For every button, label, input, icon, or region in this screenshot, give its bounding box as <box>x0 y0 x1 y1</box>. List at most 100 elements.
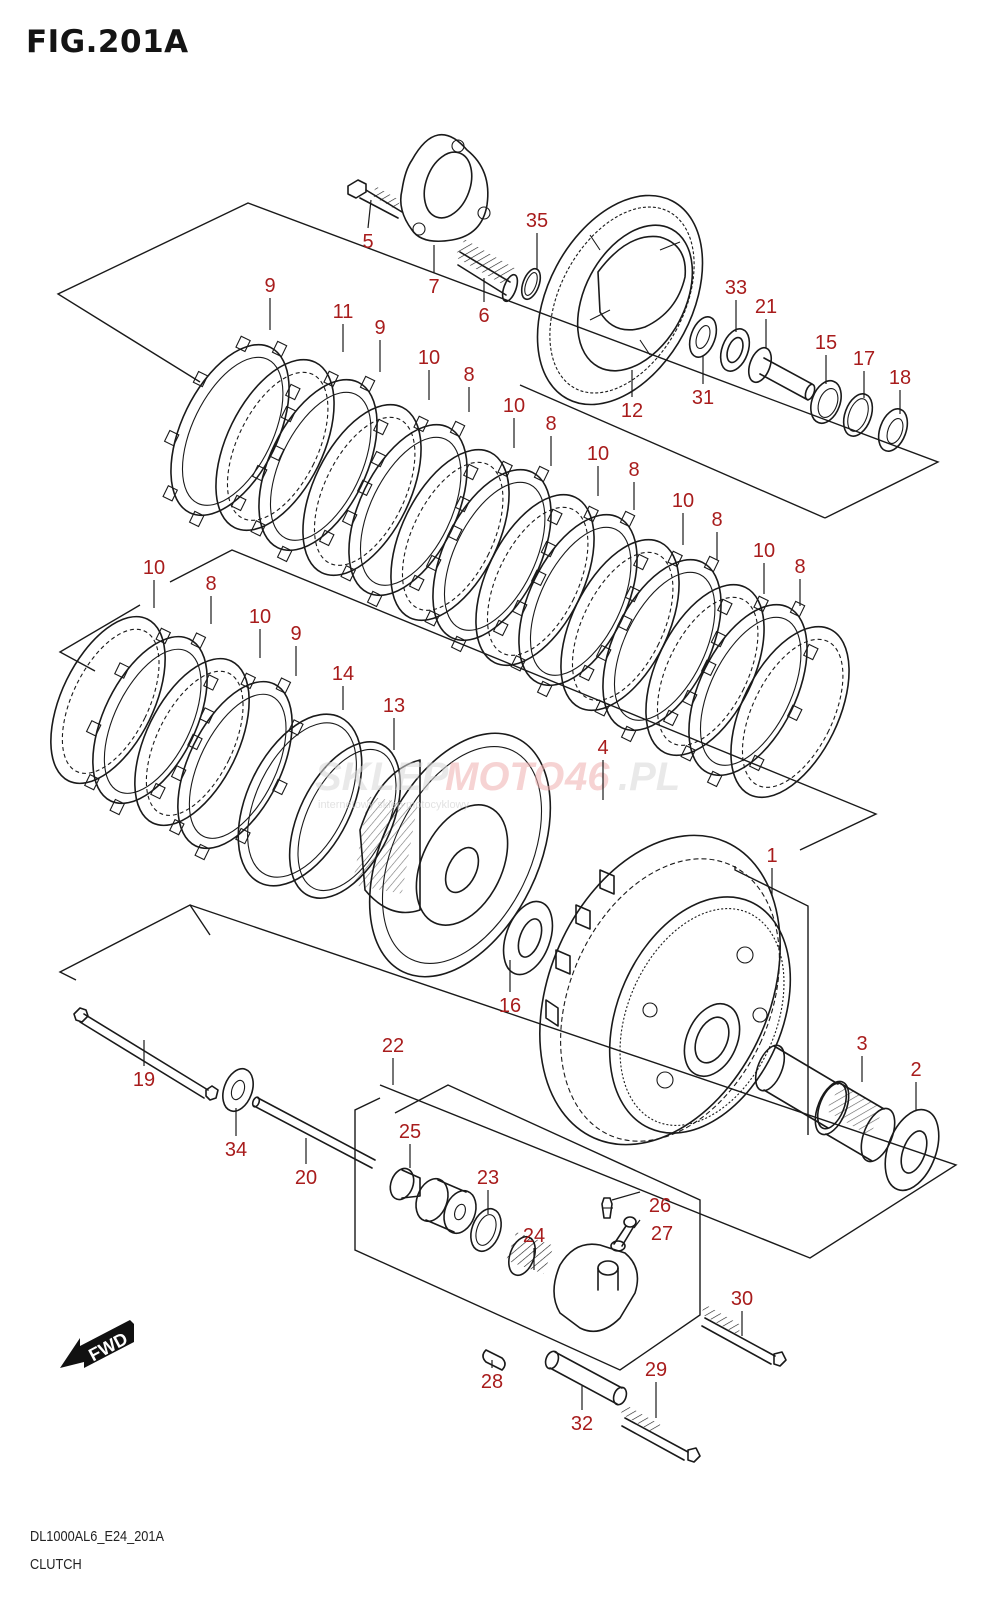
callout-33-bearing[interactable]: 33 <box>725 277 747 332</box>
callout-label: 11 <box>333 301 354 323</box>
callout-4-clutch-sleeve-hub[interactable]: 4 <box>597 737 609 800</box>
plate-8f[interactable] <box>69 619 231 821</box>
part-2-thrust-washer[interactable] <box>875 1102 949 1197</box>
callout-15-nut[interactable]: 15 <box>815 332 837 384</box>
plate-8e[interactable] <box>665 586 832 793</box>
callout-24-spring[interactable]: 24 <box>523 1225 545 1270</box>
callout-11-driven-plate[interactable]: 11 <box>333 301 354 352</box>
callout-8-drive-plate[interactable]: 8 <box>205 573 217 624</box>
callout-8-drive-plate[interactable]: 8 <box>545 413 557 466</box>
part-19-push-rod[interactable] <box>73 1007 219 1101</box>
part-16-thrust-washer[interactable] <box>494 895 561 981</box>
callout-1-primary-driven-gear-assy[interactable]: 1 <box>766 845 778 896</box>
plate-9c[interactable] <box>154 664 316 866</box>
callout-22-clutch-release-cylinder-assy[interactable]: 22 <box>382 1035 404 1085</box>
part-27-cap[interactable] <box>610 1216 637 1252</box>
plate-11[interactable] <box>192 341 359 548</box>
callout-10-driven-plate[interactable]: 10 <box>418 347 440 400</box>
callout-10-driven-plate[interactable]: 10 <box>503 395 525 448</box>
callout-9-drive-plate[interactable]: 9 <box>264 275 276 330</box>
callout-21-push-piece[interactable]: 21 <box>755 296 777 348</box>
callout-32-pipe[interactable]: 32 <box>571 1386 593 1435</box>
callout-9-drive-plate[interactable]: 9 <box>374 317 386 372</box>
plate-10g[interactable] <box>27 599 189 801</box>
callout-29-bolt[interactable]: 29 <box>645 1359 667 1418</box>
callout-6-spring[interactable]: 6 <box>478 278 490 327</box>
part-5-bolt[interactable] <box>347 179 403 219</box>
plate-8d[interactable] <box>579 541 746 748</box>
callout-14-spring-washer[interactable]: 14 <box>332 663 354 710</box>
plate-8b[interactable] <box>409 451 576 658</box>
watermark-text-d: .PL <box>618 755 680 799</box>
callout-label: 29 <box>645 1359 667 1381</box>
part-17-washer[interactable] <box>838 390 877 440</box>
part-15-nut[interactable] <box>805 377 846 428</box>
callout-16-thrust-washer[interactable]: 16 <box>499 960 521 1017</box>
callout-2-thrust-washer[interactable]: 2 <box>910 1059 922 1110</box>
callout-18-washer[interactable]: 18 <box>889 367 911 414</box>
part-31-washer[interactable] <box>685 313 722 361</box>
callout-8-drive-plate[interactable]: 8 <box>463 364 475 412</box>
part-23-piston-seal[interactable] <box>465 1205 506 1256</box>
part-22-cylinder-body[interactable] <box>553 1243 639 1333</box>
part-25-boot[interactable] <box>386 1165 421 1203</box>
part-13-spring-washer-seat[interactable] <box>267 724 423 915</box>
callout-20-push-rod[interactable]: 20 <box>295 1138 317 1189</box>
callout-label: 35 <box>526 210 548 232</box>
callout-26-bleeder-valve[interactable]: 26 <box>611 1191 671 1217</box>
part-22-piston[interactable] <box>410 1174 481 1238</box>
callout-10-driven-plate[interactable]: 10 <box>672 490 694 545</box>
callout-8-drive-plate[interactable]: 8 <box>711 509 723 560</box>
callout-12-pressure-plate[interactable]: 12 <box>621 370 643 422</box>
part-34-oil-seal[interactable] <box>217 1065 258 1116</box>
plate-8a[interactable] <box>325 406 492 613</box>
callout-10-driven-plate[interactable]: 10 <box>249 606 271 658</box>
callout-19-push-rod[interactable]: 19 <box>133 1040 155 1091</box>
callout-label: 14 <box>332 663 354 685</box>
callout-23-piston-seal[interactable]: 23 <box>477 1167 499 1214</box>
plate-10a[interactable] <box>279 386 446 593</box>
callout-8-drive-plate[interactable]: 8 <box>794 556 806 606</box>
callout-25-boot[interactable]: 25 <box>399 1121 421 1168</box>
part-7-retainer-plate[interactable] <box>399 134 491 243</box>
callout-label: 8 <box>628 459 639 481</box>
part-14-spring-washer[interactable] <box>213 695 387 906</box>
callout-5-bolt[interactable]: 5 <box>362 199 374 253</box>
part-28-dowel-pin[interactable] <box>482 1349 506 1371</box>
part-18-washer[interactable] <box>873 405 912 455</box>
callout-13-spring-washer-seat[interactable]: 13 <box>383 695 405 750</box>
callout-17-washer[interactable]: 17 <box>853 348 875 398</box>
plate-10h[interactable] <box>111 641 273 843</box>
callout-10-driven-plate[interactable]: 10 <box>753 540 775 594</box>
callout-label: 7 <box>428 276 439 298</box>
callout-10-driven-plate[interactable]: 10 <box>587 443 609 496</box>
part-33-bearing[interactable] <box>715 325 754 375</box>
callout-34-oil-seal[interactable]: 34 <box>225 1108 247 1161</box>
part-12-pressure-plate[interactable] <box>504 167 736 432</box>
part-30-bolt[interactable] <box>700 1304 787 1367</box>
part-26-bleeder-valve[interactable] <box>601 1197 613 1219</box>
callout-9-drive-plate[interactable]: 9 <box>290 623 302 676</box>
part-21-push-piece[interactable] <box>744 345 816 401</box>
callout-10-driven-plate[interactable]: 10 <box>143 557 165 608</box>
plate-9a[interactable] <box>147 326 314 533</box>
part-35-circlip[interactable] <box>518 266 544 302</box>
part-20-push-rod[interactable] <box>251 1096 376 1169</box>
part-24-spring[interactable] <box>504 1232 554 1279</box>
plate-10e[interactable] <box>622 566 789 773</box>
callout-30-bolt[interactable]: 30 <box>731 1288 753 1336</box>
part-29-bolt[interactable] <box>620 1404 701 1463</box>
callout-7-pressure-plate-retainer[interactable]: 7 <box>428 245 440 298</box>
callout-3-needle-bearing[interactable]: 3 <box>856 1033 868 1082</box>
plate-10f[interactable] <box>707 608 874 815</box>
part-1-primary-driven-gear-assy[interactable] <box>494 797 827 1182</box>
part-32-pipe[interactable] <box>543 1349 628 1406</box>
part-6-spring[interactable] <box>454 239 521 303</box>
part-3-needle-bearing[interactable] <box>809 1077 902 1166</box>
callout-27-cap[interactable]: 27 <box>633 1219 673 1245</box>
callout-label: 17 <box>853 348 875 370</box>
callout-35-washer[interactable]: 35 <box>526 210 548 270</box>
callout-8-drive-plate[interactable]: 8 <box>628 459 640 510</box>
callout-31-washer[interactable]: 31 <box>692 356 714 409</box>
callout-28-dowel-pin[interactable]: 28 <box>481 1360 503 1393</box>
